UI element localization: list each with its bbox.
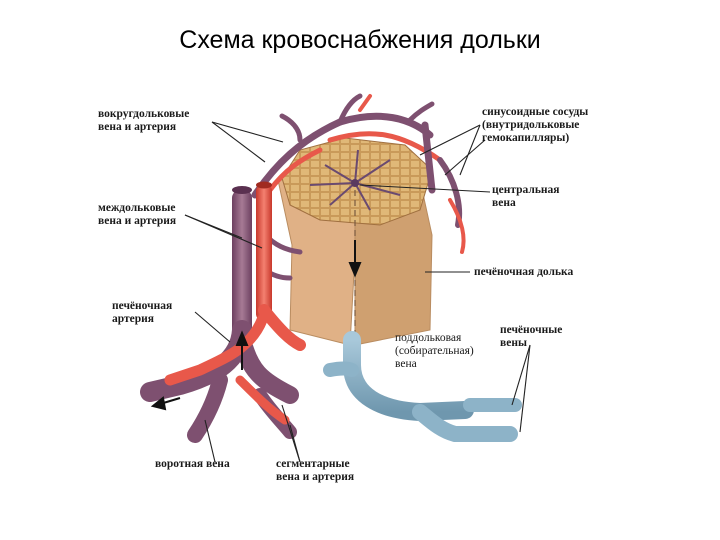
label-interlobular-vein-artery: междольковые вена и артерия xyxy=(98,202,176,228)
label-line: центральная xyxy=(492,184,560,196)
label-segmental-vein-artery: сегментарные вена и артерия xyxy=(276,458,354,484)
label-line: синусоидные сосуды xyxy=(482,106,589,118)
diagram-title: Схема кровоснабжения дольки xyxy=(179,26,541,54)
label-line: печёночные xyxy=(500,324,563,336)
label-line: вена xyxy=(492,197,516,209)
hepatic-veins xyxy=(323,331,522,442)
label-hepatic-lobule: печёночная долька xyxy=(474,266,573,279)
label-line: печёночная долька xyxy=(474,266,574,278)
label-line: сегментарные xyxy=(276,458,350,470)
label-line: воротная вена xyxy=(155,458,230,470)
label-line: вены xyxy=(500,337,527,349)
pointer-lines xyxy=(184,121,531,463)
label-perilobular-vein-artery: вокругдольковые вена и артерия xyxy=(98,108,189,134)
label-hepatic-veins: печёночные вены xyxy=(500,324,562,350)
label-line: междольковые xyxy=(98,202,176,214)
label-line: вокругдольковые xyxy=(98,108,190,120)
label-line: вена xyxy=(395,358,417,370)
label-line: вена и артерия xyxy=(98,215,177,227)
label-central-vein: центральная вена xyxy=(492,184,560,210)
label-line: вена и артерия xyxy=(276,471,355,483)
label-portal-vein: воротная вена xyxy=(155,458,230,471)
label-line: (собирательная) xyxy=(395,345,474,357)
label-line: печёночная xyxy=(112,300,173,312)
central-vein xyxy=(309,149,401,211)
label-line: (внутридольковые xyxy=(482,119,580,131)
interlobular-vessels xyxy=(232,181,272,340)
label-sinusoid-vessels: синусоидные сосуды (внутридольковые гемо… xyxy=(482,106,588,145)
label-line: вена и артерия xyxy=(98,121,177,133)
portal-system xyxy=(140,304,306,443)
label-line: поддольковая xyxy=(395,332,462,344)
label-hepatic-artery: печёночная артерия xyxy=(112,300,172,326)
label-line: гемокапилляры) xyxy=(482,132,570,144)
label-sublobular-vein: поддольковая (собирательная) вена xyxy=(395,332,474,371)
label-line: артерия xyxy=(112,313,154,325)
